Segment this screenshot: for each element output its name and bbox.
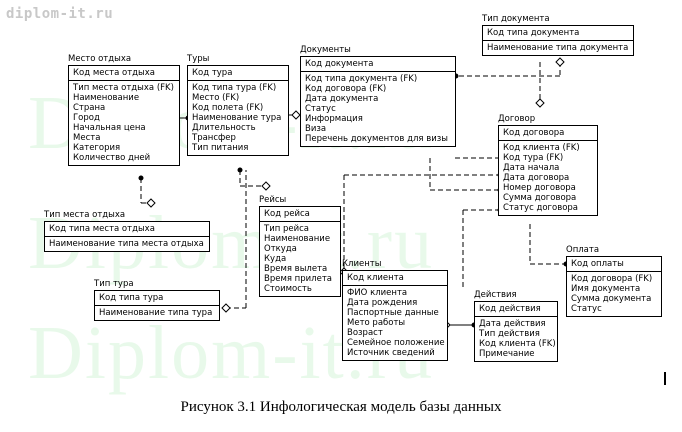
attribute: Возраст [347,328,383,338]
entity-tip-mesta-otdykha: Тип места отдыха Код типа места отдыха Н… [44,210,210,252]
entity-title: Действия [474,290,517,300]
entity-klienty: Клиенты Код клиента ФИО клиента Дата рож… [342,259,448,361]
attribute: Код клиента (FK) [479,339,556,349]
entity-title: Тип места отдыха [44,210,126,220]
entity-tip-dokumenta: Тип документа Код типа документа Наимено… [482,14,634,56]
attribute: Код типа документа (FK) [305,74,418,84]
attribute: Примечание [479,349,535,359]
attribute: Код клиента (FK) [503,143,580,153]
attribute: Наименование типа документа [487,43,629,53]
attribute: Статус [571,304,602,314]
attribute: Время вылета [264,264,328,274]
figure-caption: Рисунок 3.1 Инфологическая модель базы д… [180,399,502,415]
attribute: Место (FK) [192,93,240,103]
primary-key: Код типа тура [99,293,164,303]
primary-key: Код типа документа [487,28,580,38]
text-cursor [664,372,666,385]
primary-key: Код действия [479,304,541,314]
attribute: Откуда [264,244,297,254]
entity-deystviya: Действия Код действия Дата действия Тип … [474,290,558,362]
attribute: Стоимость [264,284,312,294]
attribute: Наименование тура [192,113,282,123]
primary-key: Код клиента [347,273,404,283]
entity-tip-tura: Тип тура Код типа тура Наименование типа… [94,279,220,321]
attribute: Тип рейса [264,224,310,234]
primary-key: Код оплаты [571,259,624,269]
attribute: Код договора (FK) [571,274,653,284]
primary-key: Код места отдыха [73,68,155,78]
attribute: Категория [73,143,121,153]
attribute: Места [73,133,101,143]
attribute: Дата действия [479,319,546,329]
entity-mesto-otdykha: Место отдыха Код места отдыха Тип места … [68,54,180,166]
primary-key: Код тура [192,68,233,78]
attribute: Наименование типа тура [99,308,213,318]
attribute: Номер договора [503,183,576,193]
attribute: Тип места отдыха (FK) [73,83,174,93]
attribute: Наименование [73,93,140,103]
attribute: Код типа тура (FK) [192,83,277,93]
primary-key: Код договора [503,128,565,138]
attribute: Дата начала [503,163,560,173]
attribute: Паспортные данные [347,308,439,318]
attribute: Мето работы [347,318,406,328]
entity-dokumenty: Документы Код документа Код типа докумен… [300,45,456,147]
primary-key: Код документа [305,59,374,69]
attribute: Статус договора [503,203,579,213]
site-watermark: diplom-it.ru [6,6,114,22]
attribute: Куда [264,254,287,264]
entity-title: Оплата [566,245,600,255]
attribute: Виза [305,124,327,134]
attribute: Начальная цена [73,123,146,133]
attribute: Наименование типа места отдыха [49,239,204,249]
attribute: Дата договора [503,173,570,183]
entity-oplata: Оплата Код оплаты Код договора (FK) Имя … [566,245,662,317]
attribute: Код полета (FK) [192,103,264,113]
attribute: Тип действия [479,329,540,339]
attribute: Дата рождения [347,298,418,308]
attribute: Источник сведений [347,348,435,358]
entity-title: Документы [300,45,351,55]
attribute: Семейное положение [347,338,445,348]
entity-title: Клиенты [342,259,382,269]
attribute: Код тура (FK) [503,153,564,163]
primary-key: Код рейса [264,209,310,219]
attribute: Дата документа [305,94,379,104]
attribute: Страна [73,103,106,113]
entity-title: Тип документа [482,14,550,24]
primary-key: Код типа места отдыха [49,224,155,234]
attribute: Наименование [264,234,331,244]
attribute: Код договора (FK) [305,84,387,94]
attribute: Трансфер [192,133,236,143]
attribute: Сумма документа [571,294,652,304]
attribute: Тип питания [192,143,249,153]
entity-title: Тип тура [94,279,134,289]
attribute: Время прилета [264,274,332,284]
attribute: Город [73,113,100,123]
entity-dogovor: Договор Код договора Код клиента (FK) Ко… [498,114,598,216]
entity-title: Рейсы [259,195,287,205]
attribute: Информация [305,114,363,124]
entity-tury: Туры Код тура Код типа тура (FK) Место (… [187,54,289,156]
attribute: Сумма договора [503,193,577,203]
entity-reysy: Рейсы Код рейса Тип рейса Наименование О… [259,195,341,297]
attribute: Длительность [192,123,256,133]
entity-title: Место отдыха [68,54,132,64]
attribute: ФИО клиента [347,288,408,298]
entity-title: Туры [187,54,210,64]
attribute: Имя документа [571,284,641,294]
attribute: Статус [305,104,336,114]
attribute: Перечень документов для визы [305,134,448,144]
attribute: Количество дней [73,153,151,163]
entity-title: Договор [498,114,536,124]
